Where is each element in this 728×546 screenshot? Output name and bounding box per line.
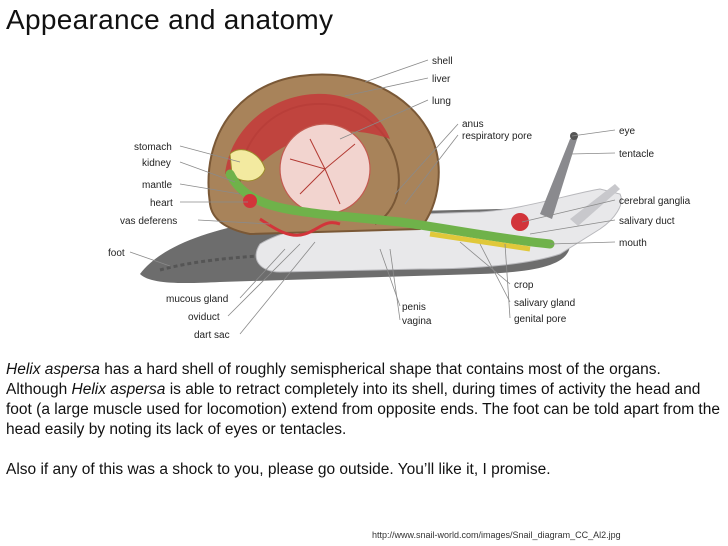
label-liver: liver — [432, 74, 451, 85]
label-mucous-gland: mucous gland — [166, 294, 228, 305]
label-penis: penis — [402, 302, 426, 313]
image-citation: http://www.snail-world.com/images/Snail_… — [372, 530, 621, 540]
label-cerebral-ganglia: cerebral ganglia — [619, 196, 691, 207]
paragraph-1: Helix aspersa has a hard shell of roughl… — [6, 360, 722, 440]
snail-foot-texture — [159, 248, 461, 272]
leader-lines — [129, 59, 616, 335]
label-eye: eye — [619, 126, 636, 137]
label-vagina: vagina — [402, 316, 432, 327]
label-genital-pore: genital pore — [514, 314, 567, 325]
upper-tentacle — [540, 136, 578, 219]
snail-anatomy-diagram: shell liver lung anus respiratory pore e… — [108, 56, 691, 341]
label-anus: anus — [462, 119, 484, 130]
label-vas-deferens: vas deferens — [120, 216, 177, 227]
label-mouth: mouth — [619, 238, 647, 249]
label-mantle: mantle — [142, 180, 172, 191]
slide-title: Appearance and anatomy — [6, 4, 334, 35]
label-crop: crop — [514, 280, 534, 291]
description-text: Helix aspersa has a hard shell of roughl… — [6, 360, 722, 480]
heart-organ — [243, 194, 257, 208]
label-heart: heart — [150, 198, 173, 209]
label-respiratory-pore: respiratory pore — [462, 131, 532, 142]
label-kidney: kidney — [142, 158, 171, 169]
label-salivary-duct: salivary duct — [619, 216, 675, 227]
label-tentacle: tentacle — [619, 149, 654, 160]
reproductive-organs — [259, 217, 341, 237]
paragraph-1-part-a: has a hard shell of roughly semispherica… — [6, 361, 661, 398]
species-name: Helix aspersa — [6, 361, 100, 378]
lung-vessels — [289, 138, 356, 205]
paragraph-1-part-b: is able to retract completely into its s… — [6, 381, 720, 438]
label-shell: shell — [432, 56, 453, 67]
label-lung: lung — [432, 96, 451, 107]
label-foot: foot — [108, 248, 125, 259]
label-salivary-gland: salivary gland — [514, 298, 575, 309]
label-oviduct: oviduct — [188, 312, 220, 323]
species-name-2: Helix aspersa — [71, 381, 166, 398]
label-stomach: stomach — [134, 142, 172, 153]
paragraph-2: Also if any of this was a shock to you, … — [6, 461, 551, 478]
label-dart-sac: dart sac — [194, 330, 230, 341]
crop-organ — [429, 231, 531, 252]
cerebral-ganglia — [511, 213, 529, 231]
